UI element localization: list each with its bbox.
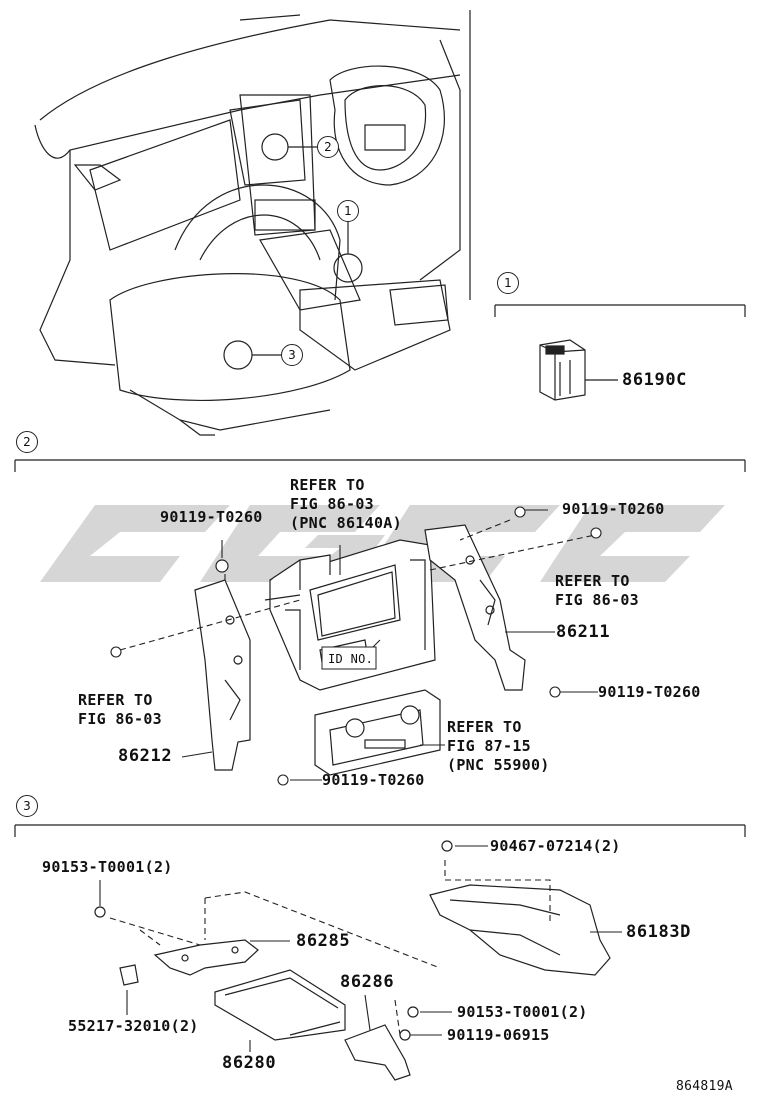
part-label-86190c[interactable]: 86190C (622, 370, 688, 390)
part-label-90153-t0001-right[interactable]: 90153-T0001(2) (457, 1003, 588, 1021)
part-label-90119-t0260-right[interactable]: 90119-T0260 (598, 683, 701, 701)
section-3-bracket (14, 824, 746, 837)
part-label-90119-06915[interactable]: 90119-06915 (447, 1026, 550, 1044)
refer-fig-86-03-right[interactable]: REFER TO FIG 86-03 (555, 572, 639, 609)
id-no-box (321, 646, 377, 670)
refer-fig-86-03-pnc-86140a[interactable]: REFER TO FIG 86-03 (PNC 86140A) (290, 476, 402, 532)
section-2-screws (110, 506, 602, 786)
bracket-86211-drawing (424, 524, 526, 691)
section-1-callout: 1 (497, 272, 519, 294)
part-label-86211[interactable]: 86211 (556, 622, 611, 642)
part-label-86212[interactable]: 86212 (118, 746, 173, 766)
part-label-86286[interactable]: 86286 (340, 972, 395, 992)
overview-leader-lines (223, 133, 363, 370)
section-3-drawing (94, 840, 611, 1081)
refer-fig-86-03-left[interactable]: REFER TO FIG 86-03 (78, 691, 162, 728)
section-3-callout: 3 (16, 795, 38, 817)
part-label-90119-t0260-top-left[interactable]: 90119-T0260 (160, 508, 263, 526)
section-2-leader-lines (119, 519, 596, 651)
overview-callout-1: 1 (337, 200, 359, 222)
switch-86190c-drawing (539, 339, 618, 401)
part-label-90467-07214[interactable]: 90467-07214(2) (490, 837, 621, 855)
interior-overview (34, 10, 471, 436)
overview-callout-2: 2 (317, 136, 339, 158)
part-label-90153-t0001-left[interactable]: 90153-T0001(2) (42, 858, 173, 876)
section-2-bracket (14, 459, 746, 472)
bracket-86212-drawing (194, 559, 251, 771)
part-label-90119-t0260-top-right[interactable]: 90119-T0260 (562, 500, 665, 518)
section-1-bracket (494, 304, 746, 317)
part-label-86183d[interactable]: 86183D (626, 922, 692, 942)
panel-assembly-drawing (264, 539, 441, 776)
part-label-86280[interactable]: 86280 (222, 1053, 277, 1073)
part-label-86285[interactable]: 86285 (296, 931, 351, 951)
overview-callout-3: 3 (281, 344, 303, 366)
refer-fig-87-15-pnc-55900[interactable]: REFER TO FIG 87-15 (PNC 55900) (447, 718, 550, 774)
part-label-90119-t0260-bottom[interactable]: 90119-T0260 (322, 771, 425, 789)
id-no-label: ID NO. (328, 652, 374, 666)
part-label-55217-32010[interactable]: 55217-32010(2) (68, 1017, 199, 1035)
section-3-dashed-lines (109, 860, 551, 1036)
figure-id: 864819A (676, 1079, 733, 1094)
section-2-callout: 2 (16, 431, 38, 453)
section-3-solid-leaders (99, 845, 622, 1052)
